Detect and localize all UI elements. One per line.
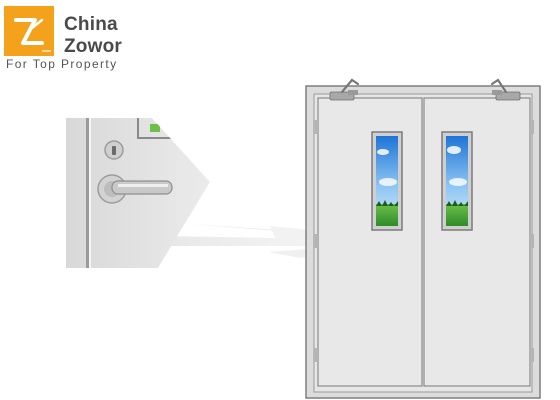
fire-door — [305, 78, 541, 399]
vision-window-icon — [441, 131, 473, 231]
door-closer-icon — [490, 78, 521, 101]
right-door-leaf — [423, 97, 534, 387]
zoom-callout — [66, 118, 210, 268]
left-door-leaf — [314, 97, 455, 387]
company-logo: China Zowor For Top Property — [2, 2, 142, 71]
hinge-icon — [314, 120, 318, 362]
keyhole-icon — [104, 140, 124, 160]
brand-name-line2: Zowor — [64, 36, 122, 57]
hinge-icon — [530, 120, 534, 362]
logo-mark-icon — [4, 6, 54, 56]
vision-window-icon — [371, 131, 403, 231]
brand-name-line1: China — [64, 14, 118, 35]
brand-tagline: For Top Property — [6, 57, 118, 71]
lever-handle-icon — [97, 174, 173, 204]
door-closer-icon — [329, 78, 360, 101]
